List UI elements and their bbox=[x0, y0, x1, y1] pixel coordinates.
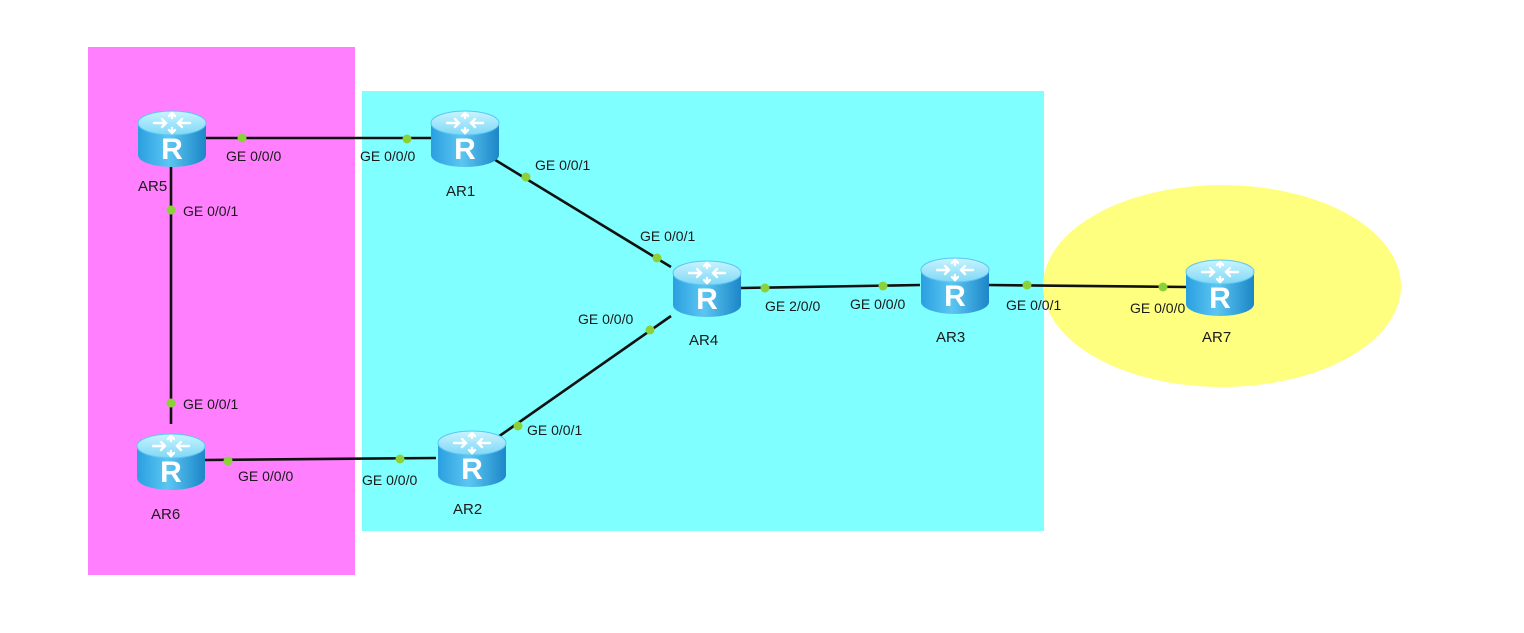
link-ar2-ar4 bbox=[497, 314, 672, 439]
router-ar2[interactable]: AR2 bbox=[436, 429, 508, 518]
router-label: AR3 bbox=[936, 329, 965, 346]
router-label: AR4 bbox=[689, 332, 718, 349]
port-dot[interactable] bbox=[237, 133, 247, 143]
port-dot[interactable] bbox=[223, 456, 233, 466]
port-label-ar4-ge001: GE 0/0/1 bbox=[640, 228, 695, 244]
port-dot[interactable] bbox=[645, 325, 655, 335]
port-label-ar6-ge000: GE 0/0/0 bbox=[238, 468, 293, 484]
port-label-ar1-ge000: GE 0/0/0 bbox=[360, 148, 415, 164]
router-label: AR6 bbox=[151, 506, 180, 523]
port-label-ar3-ge000: GE 0/0/0 bbox=[850, 296, 905, 312]
link-ar3-ar7 bbox=[987, 283, 1189, 289]
router-label: AR1 bbox=[446, 183, 475, 200]
router-ar7[interactable]: AR7 bbox=[1184, 258, 1256, 346]
port-dot[interactable] bbox=[166, 398, 176, 408]
port-dot[interactable] bbox=[652, 253, 662, 263]
port-label-ar2-ge000: GE 0/0/0 bbox=[362, 472, 417, 488]
port-dot[interactable] bbox=[402, 134, 412, 144]
router-icon bbox=[136, 109, 208, 169]
router-label: AR5 bbox=[138, 178, 167, 195]
router-label: AR2 bbox=[453, 501, 482, 518]
port-label-ar5-ge000: GE 0/0/0 bbox=[226, 148, 281, 164]
router-ar1[interactable]: AR1 bbox=[429, 109, 501, 200]
port-label-ar4-ge200: GE 2/0/0 bbox=[765, 298, 820, 314]
port-label-ar4-ge000: GE 0/0/0 bbox=[578, 311, 633, 327]
port-label-ar6-ge001: GE 0/0/1 bbox=[183, 396, 238, 412]
port-dot[interactable] bbox=[878, 281, 888, 291]
router-icon bbox=[135, 432, 207, 492]
router-icon bbox=[919, 256, 991, 316]
router-ar5[interactable]: AR5 bbox=[136, 109, 208, 195]
port-dot[interactable] bbox=[521, 172, 531, 182]
port-label-ar7-ge000: GE 0/0/0 bbox=[1130, 300, 1185, 316]
port-label-ar3-ge001: GE 0/0/1 bbox=[1006, 297, 1061, 313]
port-dot[interactable] bbox=[1022, 280, 1032, 290]
port-dot[interactable] bbox=[513, 421, 523, 431]
router-ar4[interactable]: AR4 bbox=[671, 259, 743, 349]
port-label-ar5-ge001: GE 0/0/1 bbox=[183, 203, 238, 219]
port-label-ar1-ge001: GE 0/0/1 bbox=[535, 157, 590, 173]
router-icon bbox=[436, 429, 508, 489]
router-label: AR7 bbox=[1202, 329, 1231, 346]
area-left bbox=[88, 47, 355, 575]
link-ar4-ar3 bbox=[740, 283, 921, 290]
port-label-ar2-ge001: GE 0/0/1 bbox=[527, 422, 582, 438]
router-ar3[interactable]: AR3 bbox=[919, 256, 991, 346]
router-ar6[interactable]: AR6 bbox=[135, 432, 207, 523]
port-dot[interactable] bbox=[166, 205, 176, 215]
router-icon bbox=[1184, 258, 1256, 318]
router-icon bbox=[671, 259, 743, 319]
port-dot[interactable] bbox=[760, 283, 770, 293]
router-icon bbox=[429, 109, 501, 169]
port-dot[interactable] bbox=[1158, 282, 1168, 292]
port-dot[interactable] bbox=[395, 454, 405, 464]
